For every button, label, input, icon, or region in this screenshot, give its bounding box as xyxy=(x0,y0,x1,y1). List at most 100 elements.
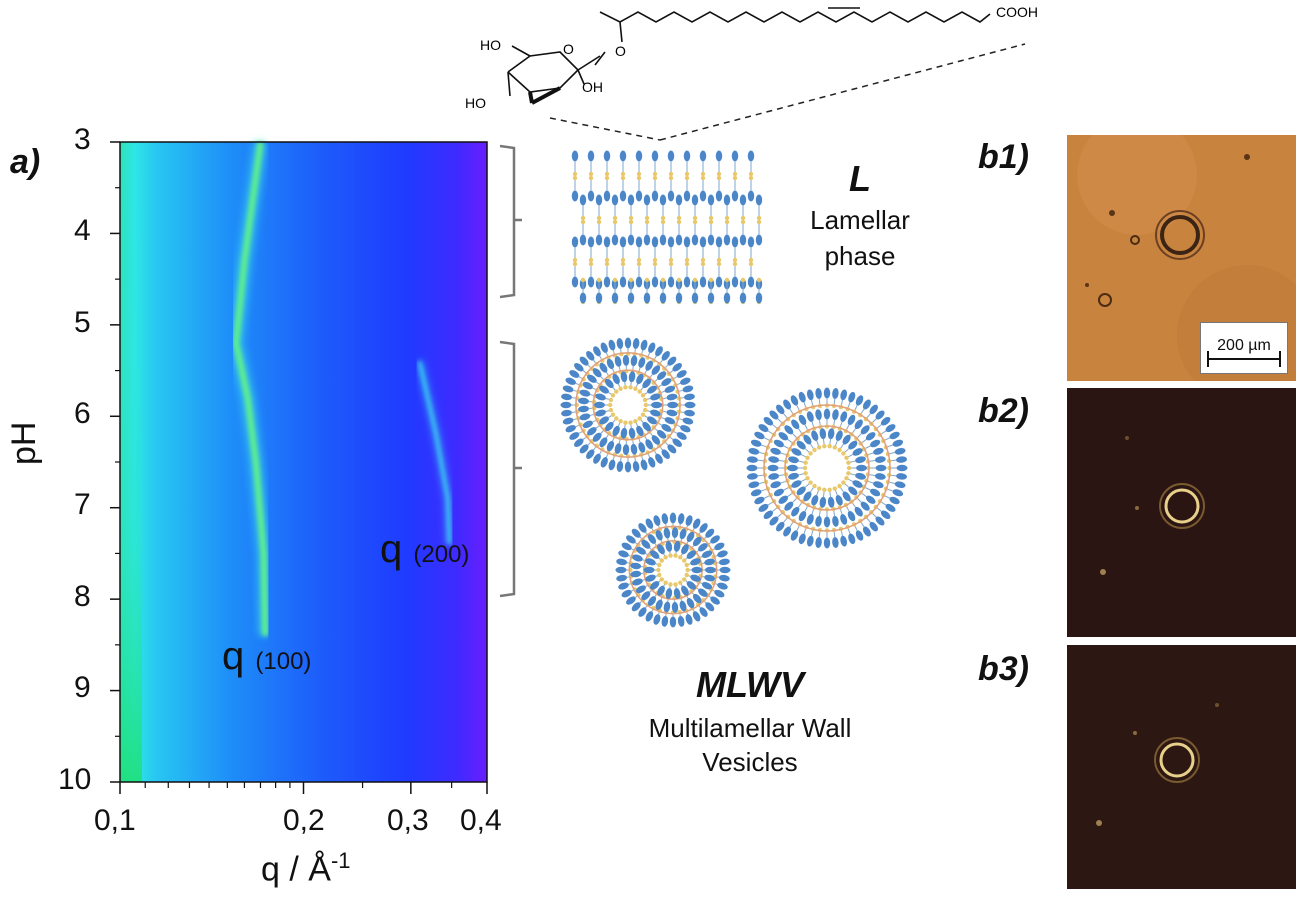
lipid-tail xyxy=(804,483,810,488)
lipid-tail xyxy=(575,382,579,386)
lamellar-caption-line2: phase xyxy=(824,241,896,271)
lipid-head xyxy=(645,574,656,582)
lipid-head xyxy=(806,411,814,422)
lipid-acid-end xyxy=(588,261,594,267)
lipid-acid-end xyxy=(684,572,689,578)
lipid-acid-end xyxy=(682,577,687,582)
zoom-line-left xyxy=(549,117,661,141)
lipid-acid-end xyxy=(837,447,842,453)
lipid-head xyxy=(571,150,579,162)
lipid-tail xyxy=(665,442,669,446)
lipid-head xyxy=(874,473,886,480)
lipid-tail xyxy=(611,368,615,373)
lipid-acid-end xyxy=(628,277,634,283)
lipid-acid-end xyxy=(673,553,678,558)
lipid-head xyxy=(699,190,707,202)
lipid-acid-end xyxy=(623,385,628,390)
lipid-head xyxy=(681,585,689,596)
lipid-head xyxy=(560,401,572,409)
hydroxyl-label: HO xyxy=(465,95,486,111)
lipid-tail xyxy=(818,398,821,404)
lipid-head xyxy=(649,550,660,559)
lipid-acid-end xyxy=(748,261,754,267)
lipid-head xyxy=(643,234,651,246)
lipid-tail xyxy=(612,456,615,461)
lipid-head xyxy=(717,550,728,558)
lipid-acid-end xyxy=(684,261,690,267)
lipid-acid-end xyxy=(668,582,673,587)
lipid-tail xyxy=(624,381,626,386)
lipid-head xyxy=(645,518,654,529)
lipid-head xyxy=(620,371,628,383)
lipid-head xyxy=(653,515,661,526)
lipid-head xyxy=(885,424,896,433)
lipid-head xyxy=(770,447,781,455)
lipid-head xyxy=(641,539,651,549)
lipid-acid-end xyxy=(636,261,642,267)
lipid-acid-end xyxy=(657,562,662,568)
lipid-head xyxy=(667,236,675,248)
lipid-head xyxy=(636,425,644,437)
lipid-acid-end xyxy=(844,455,849,460)
lipid-tail xyxy=(617,383,621,388)
lipid-tail xyxy=(587,442,591,446)
lipid-tail xyxy=(839,509,843,515)
lipid-head xyxy=(746,464,758,472)
lipid-acid-end xyxy=(612,277,618,283)
lipid-head xyxy=(635,150,643,162)
lipid-head xyxy=(655,599,663,611)
lipid-acid-end xyxy=(668,171,674,177)
lipid-acid-end xyxy=(652,257,658,263)
lipid-acid-end xyxy=(740,215,746,221)
lipid-head xyxy=(869,521,879,532)
lipid-head xyxy=(770,481,781,489)
lipid-acid-end xyxy=(610,393,616,398)
lipid-tail xyxy=(829,438,832,445)
lipid-tail xyxy=(641,349,644,354)
lipid-tail xyxy=(787,438,793,443)
lipid-tail xyxy=(854,404,858,411)
lipid-head xyxy=(582,420,593,429)
lipid-head xyxy=(714,589,725,598)
lipid-tail xyxy=(634,595,638,599)
lipid-tail xyxy=(655,563,658,565)
lipid-head xyxy=(815,537,822,549)
lipid-tail xyxy=(804,506,808,512)
lipid-tail xyxy=(692,609,695,613)
mlwv-symbol: MLWV xyxy=(696,664,804,705)
lipid-head xyxy=(651,150,659,162)
lipid-tail xyxy=(658,423,663,426)
lipid-tail xyxy=(660,359,664,364)
hydroxyl-label: HO xyxy=(480,37,501,53)
lipid-tail xyxy=(605,397,610,400)
lipid-head xyxy=(656,430,667,439)
schematic-area: COOH HO HO OH O O xyxy=(465,4,1038,628)
y-axis-ticks xyxy=(110,141,120,783)
lipid-head xyxy=(659,292,667,304)
lipid-head xyxy=(595,409,606,417)
lipid-head xyxy=(796,486,806,496)
lipid-head xyxy=(892,439,904,447)
lipid-tail xyxy=(840,530,844,537)
lipid-tail xyxy=(789,522,794,528)
lipid-tail xyxy=(816,440,819,446)
mlwv-caption-line2: Vesicles xyxy=(702,747,798,777)
lipid-head xyxy=(707,292,715,304)
lipid-acid-end xyxy=(832,486,838,491)
lipid-head xyxy=(848,533,856,545)
lipid-acid-end xyxy=(846,471,851,476)
lipid-head xyxy=(645,360,653,371)
lipid-tail xyxy=(658,384,663,387)
lipid-head xyxy=(715,276,723,288)
saxs-heatmap xyxy=(110,141,488,794)
lipid-head xyxy=(691,566,703,574)
lipid-acid-end xyxy=(643,402,649,408)
lipid-tail xyxy=(866,412,872,418)
lipid-head xyxy=(683,236,691,248)
lipid-tail xyxy=(640,386,644,391)
lipid-head xyxy=(731,150,739,162)
vesicle-interlayer xyxy=(575,352,681,458)
lipid-tail xyxy=(796,525,800,532)
lipid-tail xyxy=(778,474,785,477)
lipid-tail xyxy=(700,555,703,558)
